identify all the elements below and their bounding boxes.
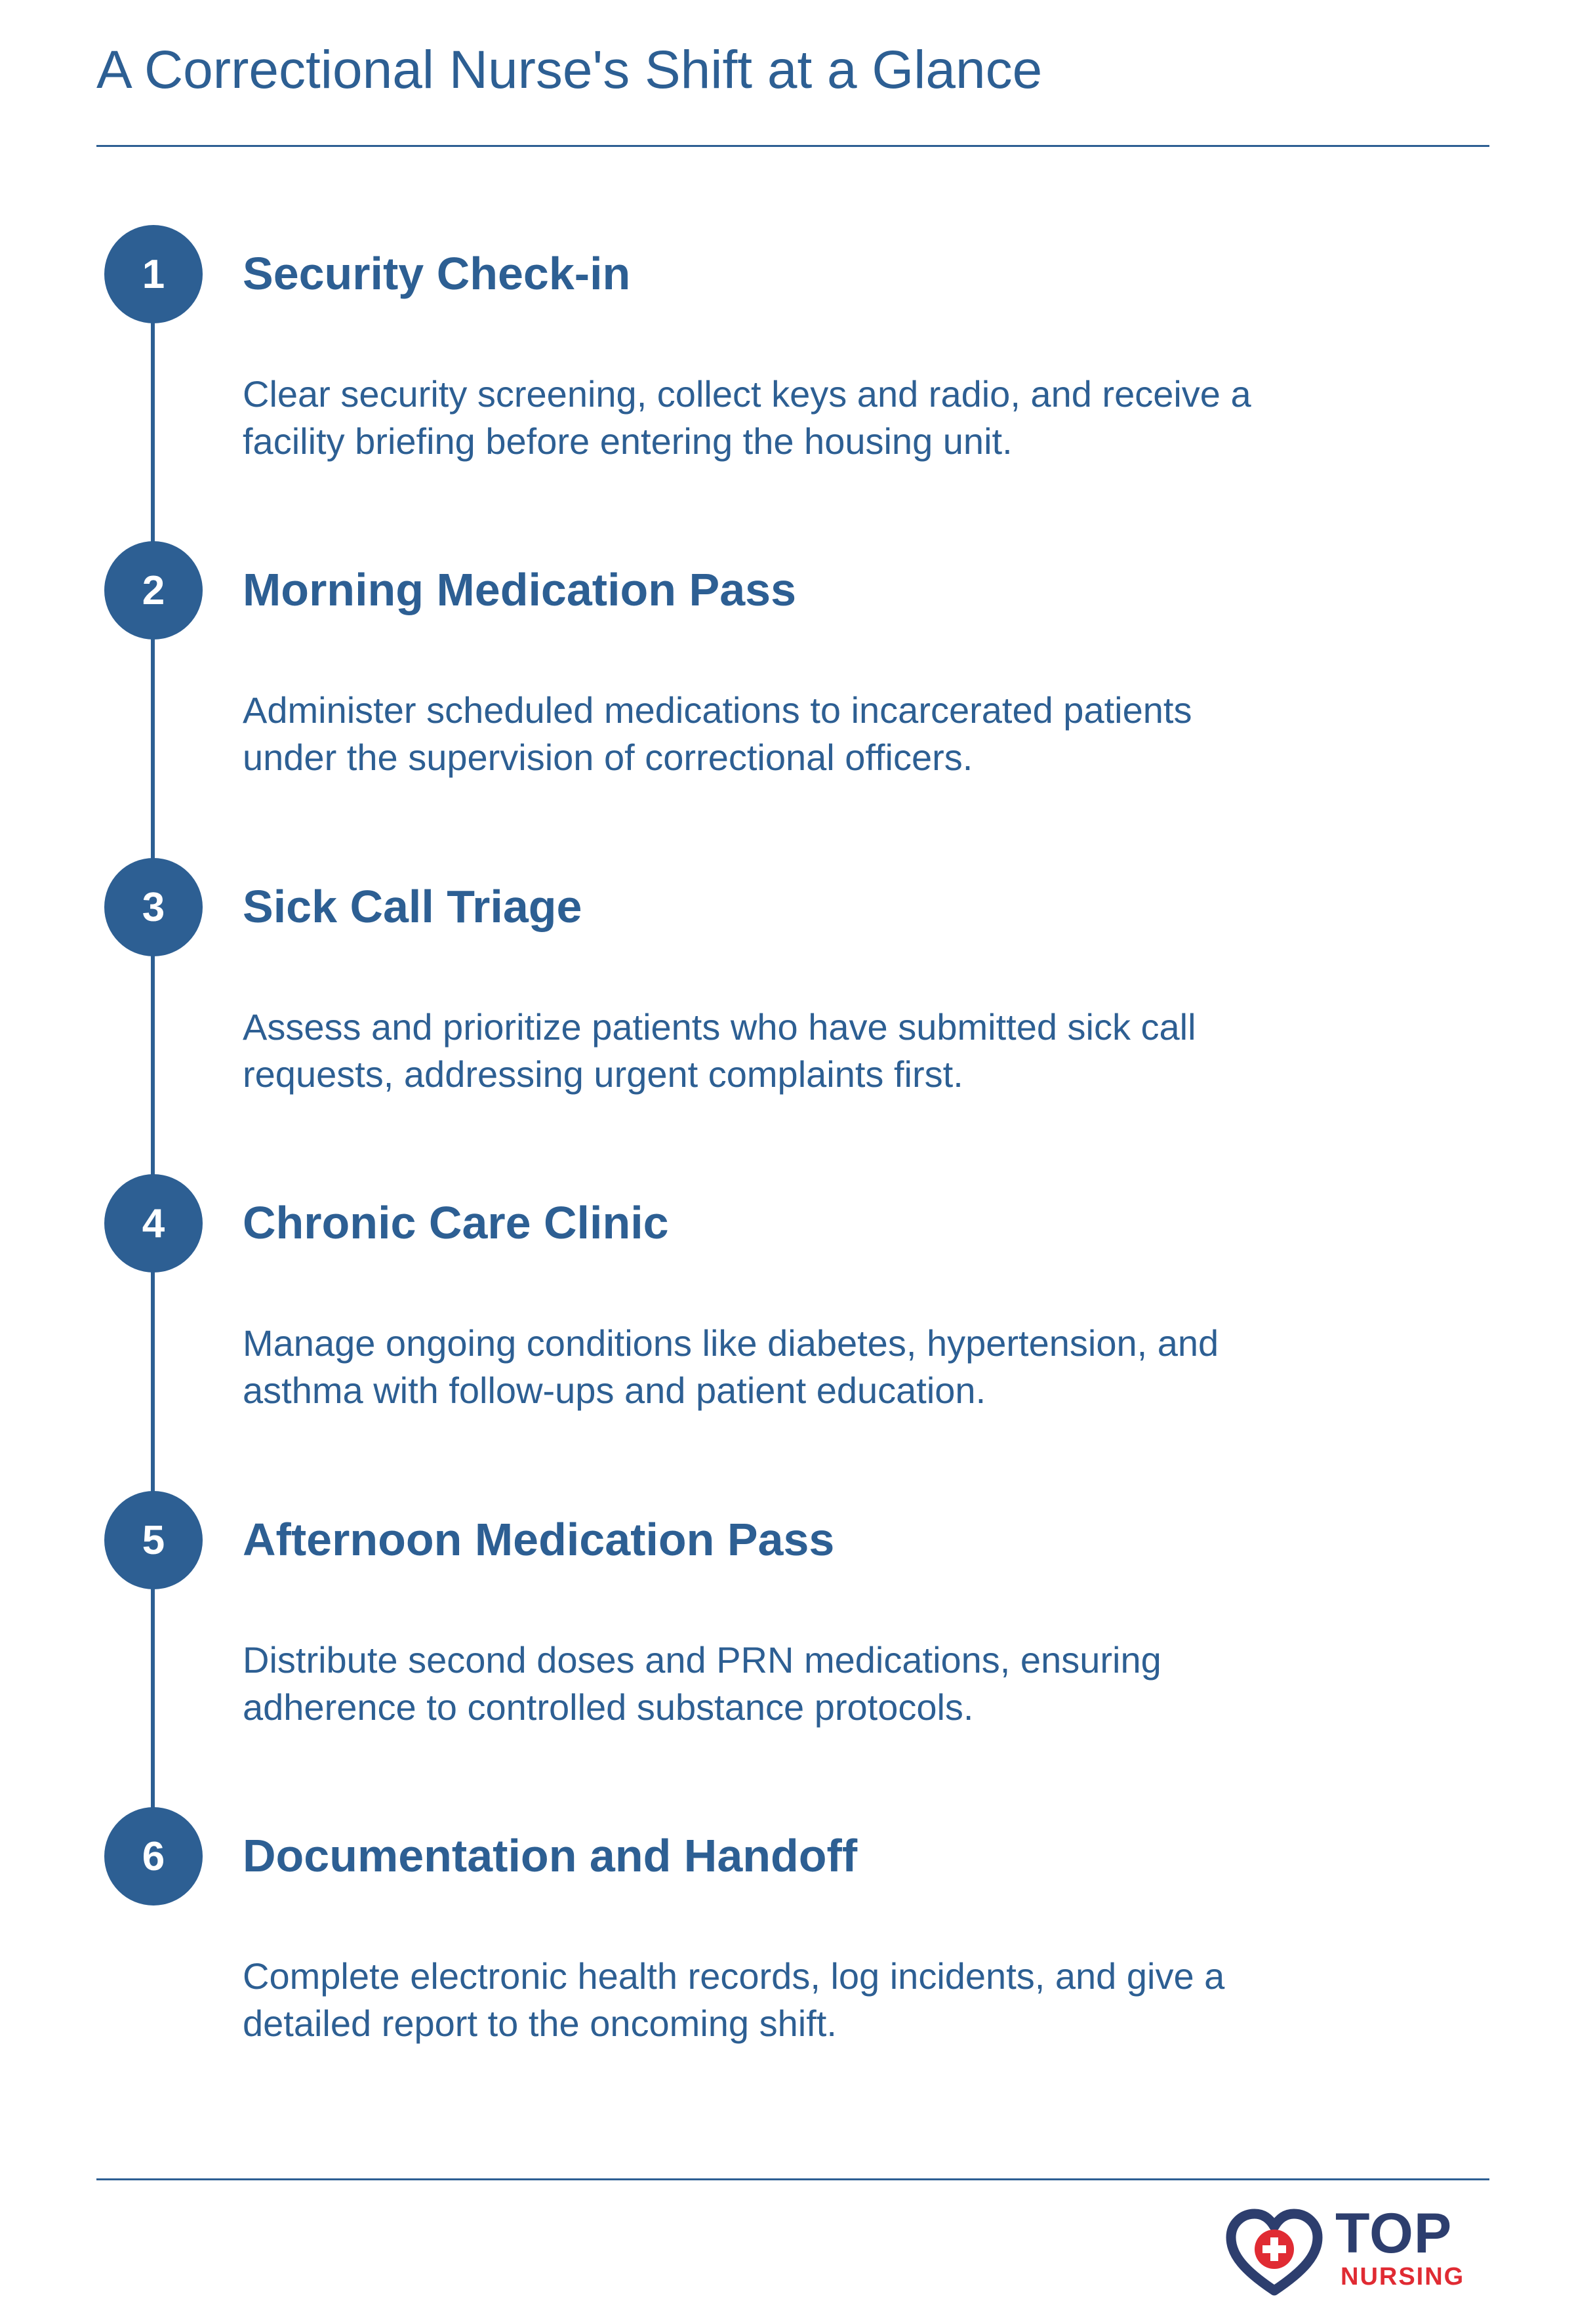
step-description: Clear security screening, collect keys a… [243, 373, 1251, 462]
step-description: Administer scheduled medications to inca… [243, 689, 1192, 778]
step-title: Security Check-in [243, 248, 631, 299]
top-nursing-logo: TOP NURSING [1225, 2204, 1501, 2302]
step-title: Chronic Care Clinic [243, 1197, 669, 1248]
step-description: Complete electronic health records, log … [243, 1955, 1225, 2044]
logo-wordmark-bottom: NURSING [1341, 2263, 1465, 2291]
step-description: Manage ongoing conditions like diabetes,… [243, 1322, 1219, 1411]
logo-wordmark-top: TOP [1335, 2202, 1453, 2265]
step-description: Distribute second doses and PRN medicati… [243, 1639, 1161, 1728]
step-number-badge: 6 [104, 1807, 203, 1906]
step-number-badge: 1 [104, 225, 203, 323]
timeline-step-5: 5 Afternoon Medication Pass Distribute s… [0, 1491, 1574, 1806]
page-title: A Correctional Nurse's Shift at a Glance [96, 40, 1043, 100]
timeline-step-6: 6 Documentation and Handoff Complete ele… [0, 1807, 1574, 2122]
step-title: Sick Call Triage [243, 881, 582, 932]
timeline-step-2: 2 Morning Medication Pass Administer sch… [0, 541, 1574, 856]
step-number-badge: 3 [104, 858, 203, 956]
step-description: Assess and prioritize patients who have … [243, 1006, 1196, 1095]
bottom-divider [96, 2178, 1489, 2180]
heart-cross-icon [1226, 2209, 1323, 2296]
timeline-step-4: 4 Chronic Care Clinic Manage ongoing con… [0, 1174, 1574, 1489]
step-number-badge: 4 [104, 1174, 203, 1273]
step-number-badge: 2 [104, 541, 203, 640]
step-title: Documentation and Handoff [243, 1830, 858, 1881]
top-divider [96, 145, 1489, 147]
timeline-step-1: 1 Security Check-in Clear security scree… [0, 225, 1574, 540]
step-title: Morning Medication Pass [243, 564, 796, 615]
step-number-badge: 5 [104, 1491, 203, 1589]
step-title: Afternoon Medication Pass [243, 1514, 835, 1565]
timeline-step-3: 3 Sick Call Triage Assess and prioritize… [0, 858, 1574, 1173]
timeline-connector [151, 274, 155, 1855]
